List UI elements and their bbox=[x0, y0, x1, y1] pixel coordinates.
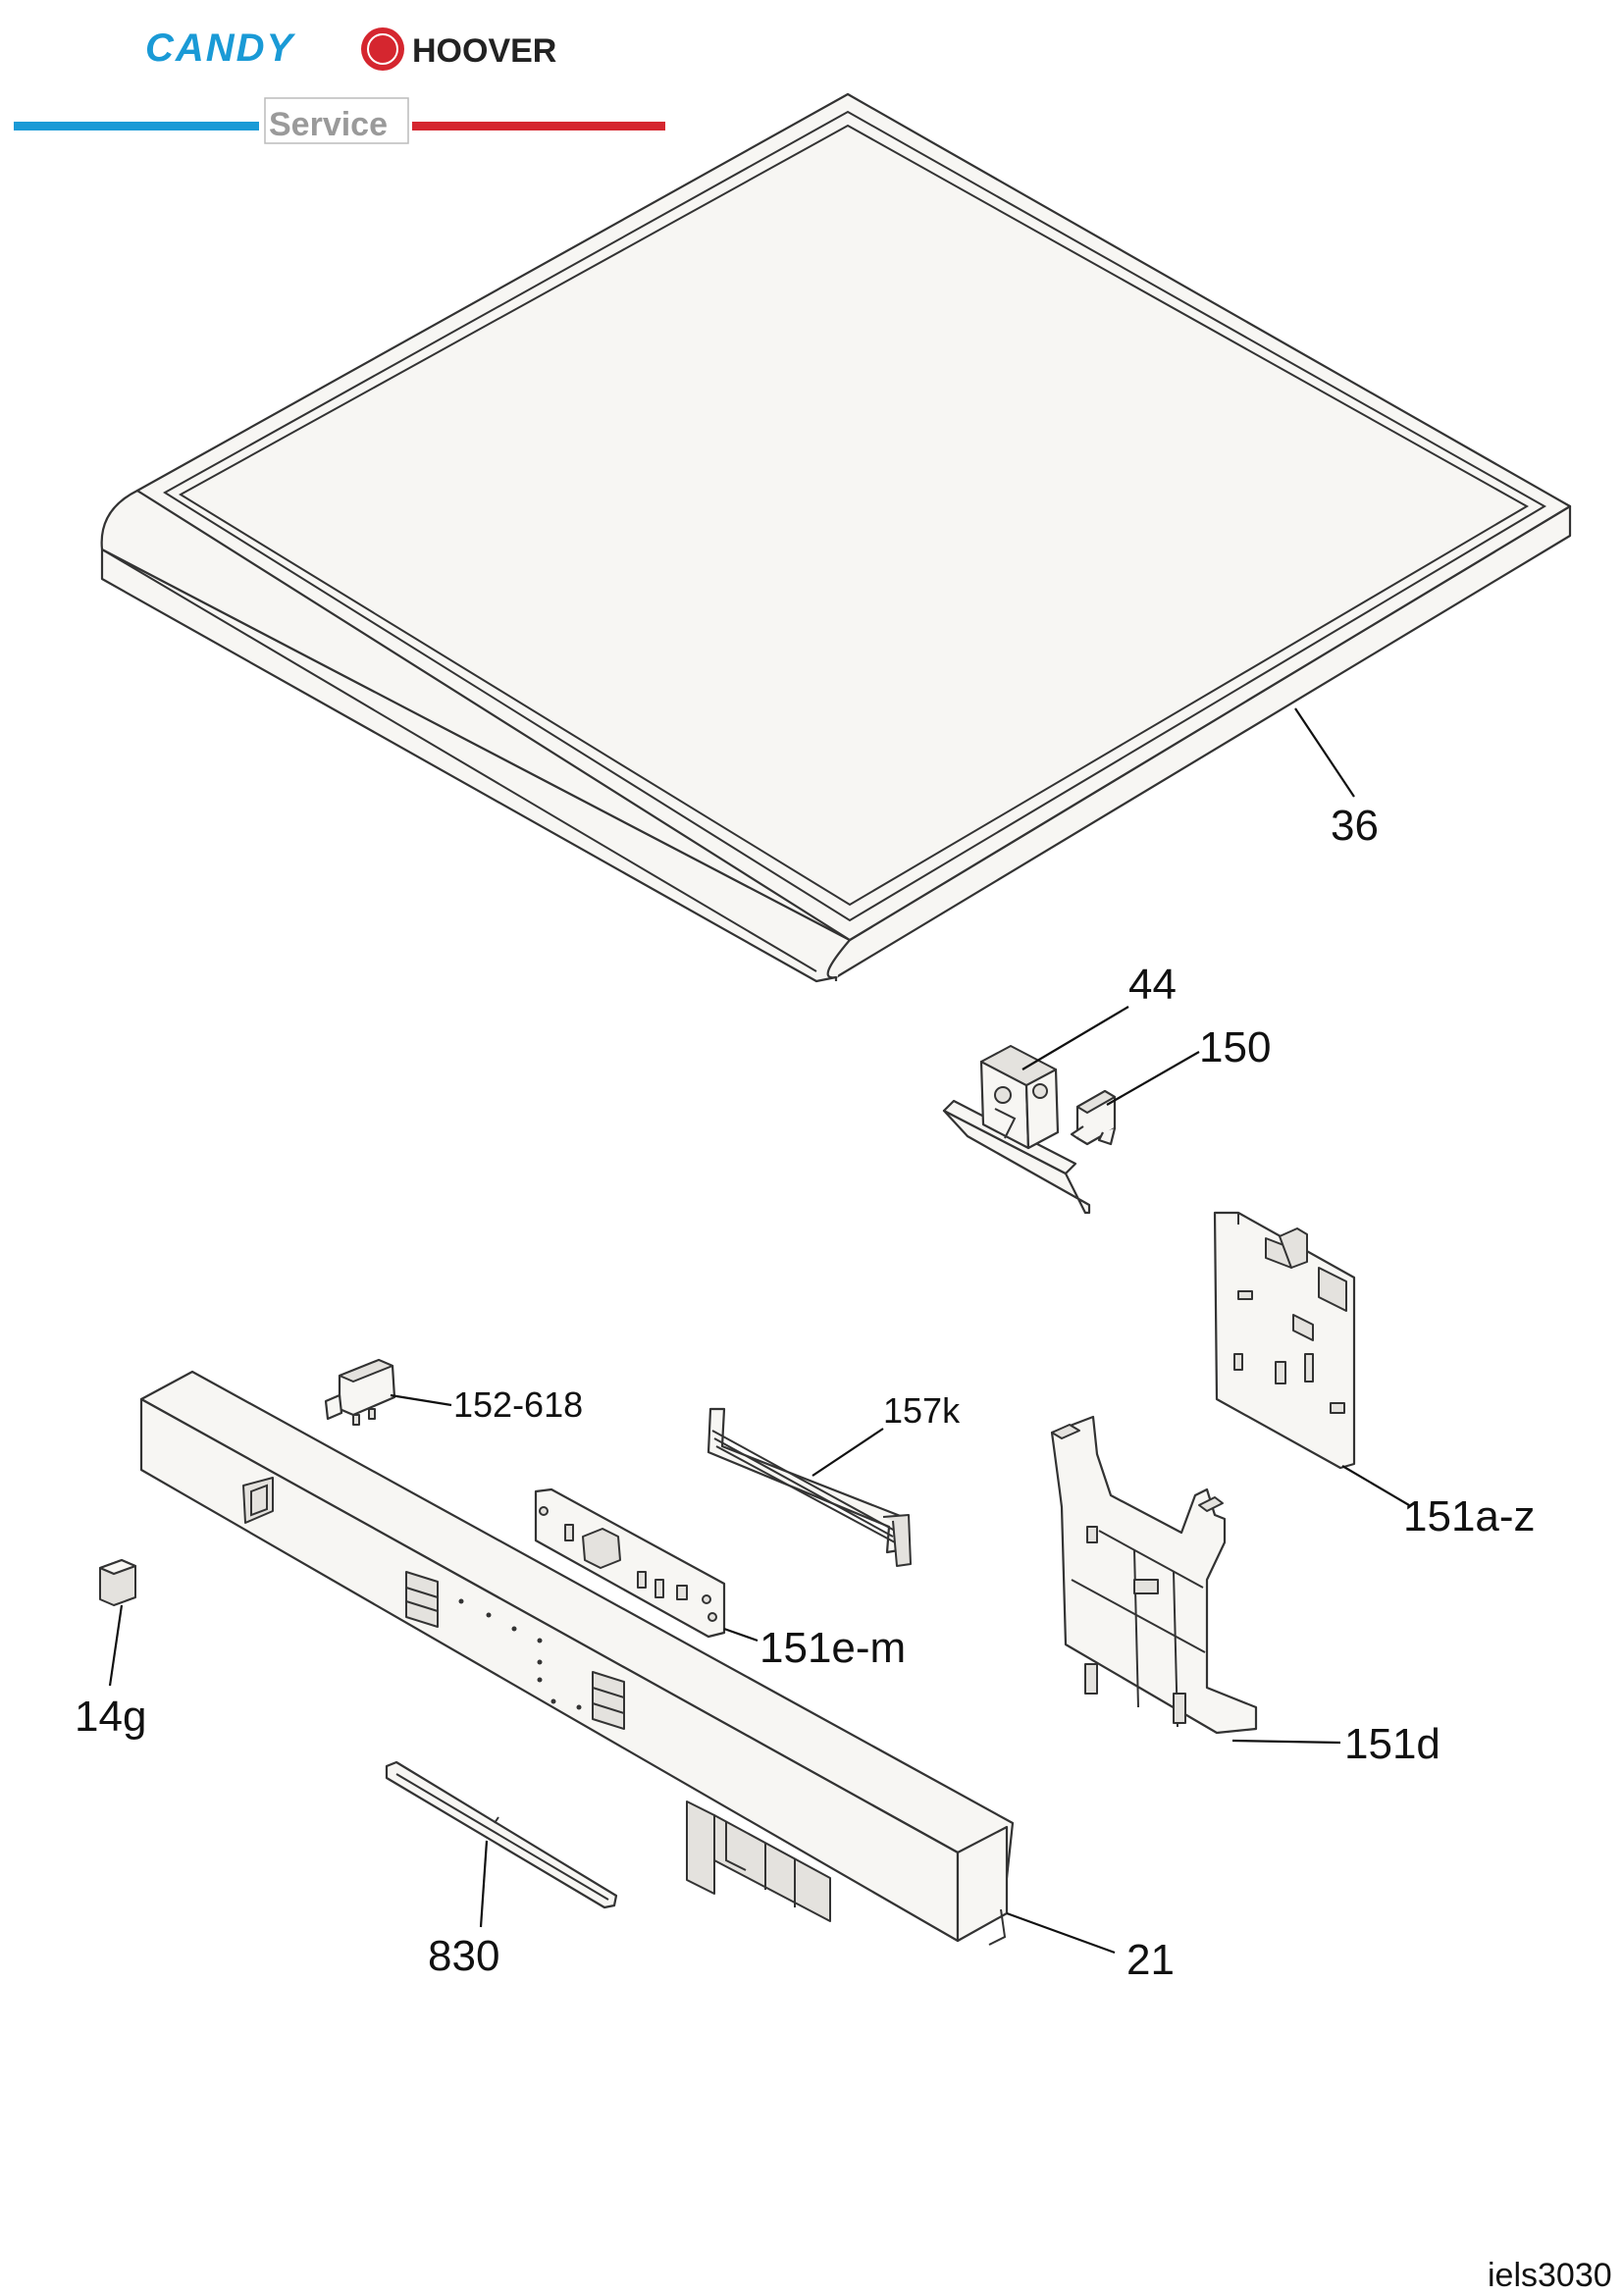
label-152-618: 152-618 bbox=[453, 1384, 583, 1425]
label-36: 36 bbox=[1331, 802, 1379, 850]
label-44: 44 bbox=[1128, 961, 1177, 1009]
brand-header: CANDY HOOVER Service bbox=[14, 26, 665, 144]
label-157k: 157k bbox=[883, 1390, 961, 1431]
part-151d-bracket bbox=[1050, 1415, 1258, 1735]
part-151az-main-board bbox=[1213, 1211, 1356, 1470]
hoover-seal-icon bbox=[361, 27, 404, 71]
service-logo: Service bbox=[269, 106, 388, 143]
label-830: 830 bbox=[428, 1932, 499, 1980]
hoover-logo: HOOVER bbox=[412, 32, 556, 70]
label-14g: 14g bbox=[75, 1693, 146, 1741]
header-bar-blue bbox=[14, 122, 259, 130]
part-157k-ribbon-cable bbox=[707, 1407, 912, 1567]
label-150: 150 bbox=[1199, 1023, 1271, 1071]
label-151e-m: 151e-m bbox=[759, 1624, 906, 1672]
header-bar-red bbox=[412, 122, 665, 130]
leader-lines bbox=[108, 707, 1410, 1955]
document-code: iels3030 bbox=[1488, 2257, 1612, 2294]
part-151em-display-board bbox=[534, 1487, 726, 1639]
part-14g-button-cap bbox=[98, 1558, 137, 1606]
label-21: 21 bbox=[1126, 1936, 1175, 1984]
label-151d: 151d bbox=[1344, 1720, 1440, 1768]
part-36-worktop bbox=[100, 92, 1572, 983]
part-44-hinge bbox=[942, 1045, 1091, 1215]
candy-logo: CANDY bbox=[145, 26, 296, 70]
part-152-618-door-switch bbox=[324, 1358, 396, 1426]
part-labels: 36 44 150 152-618 157k 151a-z 151e-m 14g… bbox=[75, 802, 1536, 1984]
part-21-control-panel bbox=[139, 1370, 1015, 1946]
label-151a-z: 151a-z bbox=[1403, 1492, 1536, 1540]
part-830-trim-strip bbox=[385, 1760, 618, 1909]
part-150-microswitch bbox=[1070, 1089, 1117, 1146]
